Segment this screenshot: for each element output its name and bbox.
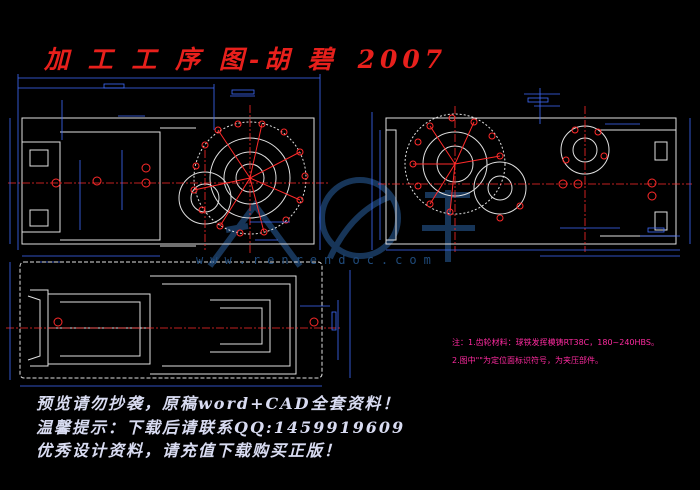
- drawing-title: 加 工 工 序 图-胡 碧 2007: [38, 40, 447, 76]
- drawing-title-text: 加 工 工 序 图-胡 碧: [44, 45, 338, 74]
- rear-view-bolt-holes: [409, 114, 657, 222]
- rear-view-centerlines: [378, 106, 692, 252]
- front-view-centerlines: [8, 105, 330, 255]
- promo-line-contact: 温馨提示：下载后请联系QQ:1459919609: [36, 418, 406, 437]
- promo-line-preview: 预览请勿抄袭，原稿word+CAD全套资料！: [36, 394, 401, 413]
- drawing-year: 2007: [357, 45, 448, 74]
- technical-notes: 注：1.齿轮材料：球铁发挥模铸RT38C，180~240HBS。 2.图中""为…: [452, 334, 659, 370]
- plan-view: [19, 261, 323, 379]
- plan-view-dimensions: [9, 262, 351, 387]
- technical-note-1: 注：1.齿轮材料：球铁发挥模铸RT38C，180~240HBS。: [452, 338, 659, 347]
- technical-note-2: 2.图中""为定位面标识符号，为夹压部件。: [452, 356, 603, 365]
- promo-line-purchase: 优秀设计资料，请充值下载购买正版！: [36, 441, 343, 460]
- watermark-url: www.renrendoc.com: [196, 253, 438, 267]
- rear-view-dimensions: [371, 88, 691, 257]
- front-view-dimensions: [9, 74, 321, 263]
- front-view: [21, 117, 315, 247]
- plan-view-bolt-holes: [53, 317, 319, 327]
- rear-view: [385, 113, 677, 245]
- front-view-bolt-holes: [51, 120, 309, 237]
